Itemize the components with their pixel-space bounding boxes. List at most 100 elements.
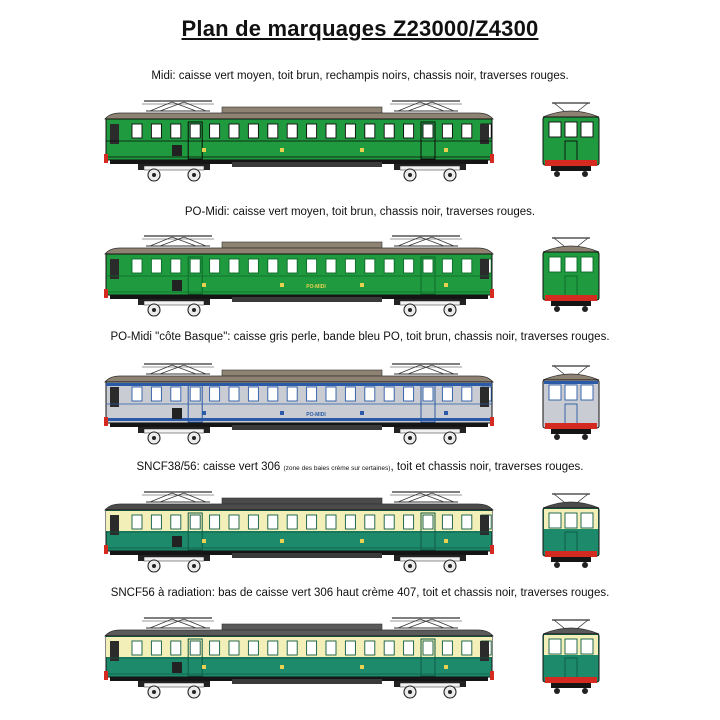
window [150,514,162,530]
class-marking [360,411,364,415]
window [286,386,298,402]
window [422,514,434,530]
window [189,640,201,656]
window [209,258,221,274]
window [383,640,395,656]
caption-text: PO-Midi "côte Basque": caisse gris perle… [110,331,610,343]
window [383,258,395,274]
buffer [554,306,560,312]
window [441,258,453,274]
livery-band [544,381,598,384]
pantograph [142,617,214,629]
front-window [564,384,578,401]
window [364,123,376,139]
window [461,386,473,402]
bogie-spring [143,682,205,688]
pantograph-arm [577,619,589,629]
pantograph-arm [577,102,589,112]
window [344,514,356,530]
window [344,258,356,274]
class-marking [360,148,364,152]
window [461,640,473,656]
buffer [554,171,560,177]
class-marking [280,411,284,415]
bogie-spring [143,428,205,434]
window [403,386,415,402]
cab-window [480,515,489,535]
window [189,258,201,274]
pantograph-arm [149,101,197,112]
class-marking [444,665,448,669]
window [209,640,221,656]
front-window [548,512,562,529]
window [422,258,434,274]
bogie-spring [399,556,461,562]
wheel-hub [448,308,452,312]
door [420,512,436,551]
window [403,123,415,139]
window [344,123,356,139]
class-marking [202,665,206,669]
caption-text: PO-Midi: caisse vert moyen, toit brun, c… [184,206,536,218]
cab-window [110,515,119,535]
underframe-equipment [232,679,382,684]
luggage-panel [172,408,182,419]
bogie-spring [143,300,205,306]
window [461,258,473,274]
window [150,640,162,656]
window [383,514,395,530]
railcar-side-view-po-midi-cote-basque: PO-MIDI [104,363,494,445]
bogie-spring [399,428,461,434]
cab-window [110,124,119,144]
front-window [580,256,594,273]
front-chassis [551,557,591,562]
window [422,640,434,656]
underframe-equipment [232,553,382,558]
window [209,123,221,139]
window [344,386,356,402]
caption-text: SNCF38/56: caisse vert 306 [136,461,284,473]
buffer-beam [104,417,108,426]
pantograph-arm [397,492,445,503]
window [150,386,162,402]
roof [104,375,494,383]
class-marking [280,665,284,669]
cab-window [480,259,489,279]
front-chassis [551,429,591,434]
pantograph [552,365,590,375]
page-title: Plan de marquages Z23000/Z4300 [181,16,539,41]
window [344,640,356,656]
class-marking [202,539,206,543]
front-chassis [551,166,591,171]
roof-equipment [221,369,383,377]
livery-band [106,383,492,386]
pantograph-arm [159,492,207,503]
window [441,514,453,530]
buffer-beam [104,154,108,163]
pantograph [142,235,214,247]
bogie-spring [143,165,205,171]
pantograph-arm [577,493,589,503]
pantograph-arm [149,618,197,629]
luggage-panel [172,145,182,156]
cab-window [110,259,119,279]
window [325,386,337,402]
pantograph-arm [407,236,455,247]
window [209,386,221,402]
cab-window [480,641,489,661]
bogie-spring [399,682,461,688]
railcar-front-view-po-midi [542,237,600,312]
pantograph [142,363,214,375]
wheel-hub [448,690,452,694]
wheel-hub [192,173,196,177]
bogie [394,555,466,573]
front-buffer-beam [545,423,597,429]
pantograph [390,617,462,629]
buffer-beam [104,289,108,298]
pantograph-arm [553,493,565,503]
wheel-hub [152,564,156,568]
cab-window [480,124,489,144]
class-marking [444,148,448,152]
front-roof [542,373,600,381]
window [441,386,453,402]
